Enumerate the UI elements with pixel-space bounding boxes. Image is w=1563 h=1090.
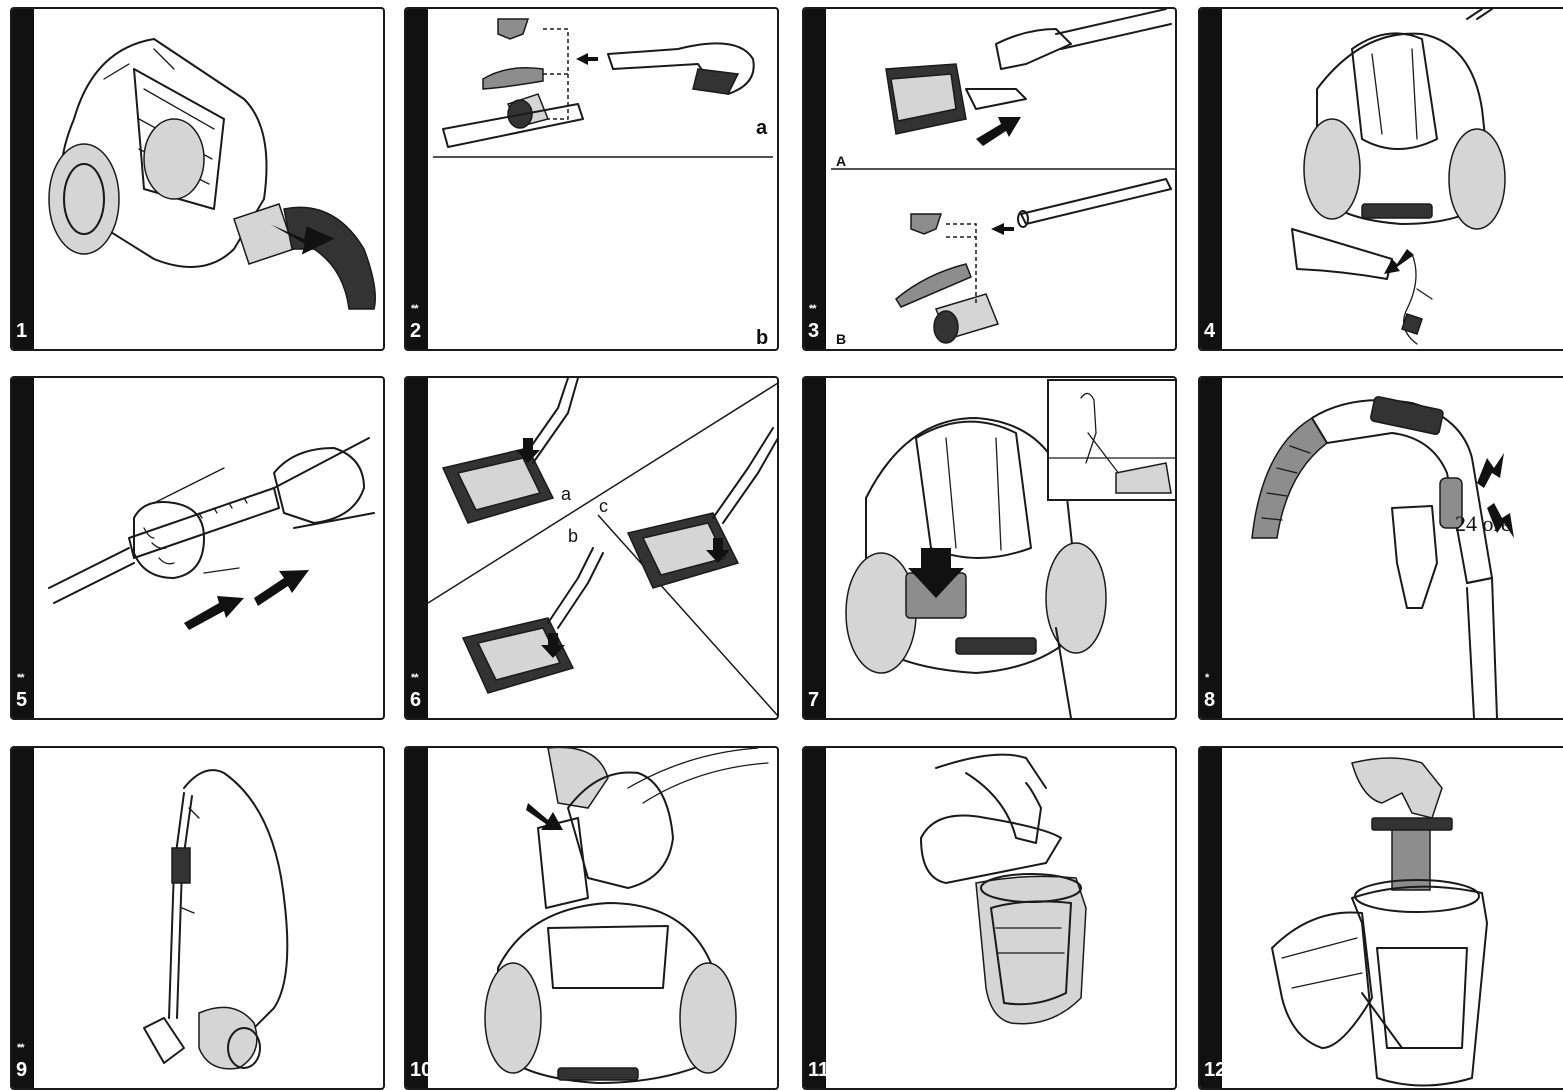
- panel-10: 10: [404, 746, 779, 1090]
- panel-stars: *: [1205, 673, 1208, 684]
- panel-number: 3: [808, 321, 828, 341]
- panel-3: ** 3 A B: [802, 7, 1177, 351]
- dust-container-release-illustration: [428, 748, 778, 1088]
- floor-nozzle-attachment-illustration: [826, 9, 1176, 349]
- panel-number: 9: [16, 1060, 36, 1080]
- panel-strip: [804, 748, 826, 1088]
- panel-number: 12: [1204, 1060, 1224, 1080]
- panel-stars: **: [17, 1043, 24, 1054]
- panel-7: 7: [802, 376, 1177, 720]
- panel-strip: [406, 378, 428, 718]
- accessory-attachment-illustration: [428, 9, 778, 349]
- panel-stars: **: [411, 673, 418, 684]
- panel-6-label-a: a: [561, 484, 571, 505]
- panel-stars: **: [411, 304, 418, 315]
- filter-removal-illustration: [1222, 748, 1563, 1088]
- panel-strip: [804, 9, 826, 349]
- floor-brush-settings-illustration: [428, 378, 778, 718]
- panel-6-label-b: b: [568, 526, 578, 547]
- panel-number: 8: [1204, 690, 1224, 710]
- panel-12: 12: [1198, 746, 1563, 1090]
- panel-9: ** 9: [10, 746, 385, 1090]
- panel-strip: [1200, 378, 1222, 718]
- panel-number: 2: [410, 321, 430, 341]
- panel-8: * 8 24 ore: [1198, 376, 1563, 720]
- emptying-dust-container-illustration: [826, 748, 1176, 1088]
- panel-3-label-lower: B: [836, 331, 846, 347]
- telescopic-tube-adjust-illustration: [34, 378, 384, 718]
- panel-strip: [12, 378, 34, 718]
- panel-11: 11: [802, 746, 1177, 1090]
- panel-strip: [12, 9, 34, 349]
- panel-strip: [12, 748, 34, 1088]
- panel-strip: [406, 9, 428, 349]
- panel-2-label-lower: b: [756, 327, 768, 350]
- panel-number: 7: [808, 690, 828, 710]
- panel-strip: [406, 748, 428, 1088]
- panel-number: 6: [410, 690, 430, 710]
- panel-3-label-upper: A: [836, 153, 846, 169]
- panel-number: 10: [410, 1060, 430, 1080]
- panel-number: 4: [1204, 321, 1224, 341]
- parking-storage-illustration: [34, 748, 384, 1088]
- power-button-illustration: [826, 378, 1176, 718]
- vacuum-hose-connect-illustration: [34, 9, 384, 349]
- panel-2: ** 2 a b: [404, 7, 779, 351]
- panel-number: 5: [16, 690, 36, 710]
- panel-strip: [1200, 9, 1222, 349]
- suction-regulator-illustration: [1222, 378, 1563, 718]
- panel-6-label-c: c: [599, 496, 608, 517]
- panel-stars: **: [17, 673, 24, 684]
- panel-6: ** 6 a b c: [404, 376, 779, 720]
- power-cord-pull-illustration: [1222, 9, 1563, 349]
- panel-stars: **: [809, 304, 816, 315]
- panel-number: 1: [16, 321, 36, 341]
- panel-strip: [804, 378, 826, 718]
- panel-2-label-upper: a: [756, 117, 767, 140]
- panel-4: 4: [1198, 7, 1563, 351]
- panel-8-overlay-text: 24 ore: [1455, 511, 1511, 537]
- panel-number: 11: [808, 1060, 828, 1080]
- panel-5: ** 5: [10, 376, 385, 720]
- panel-strip: [1200, 748, 1222, 1088]
- panel-1: 1: [10, 7, 385, 351]
